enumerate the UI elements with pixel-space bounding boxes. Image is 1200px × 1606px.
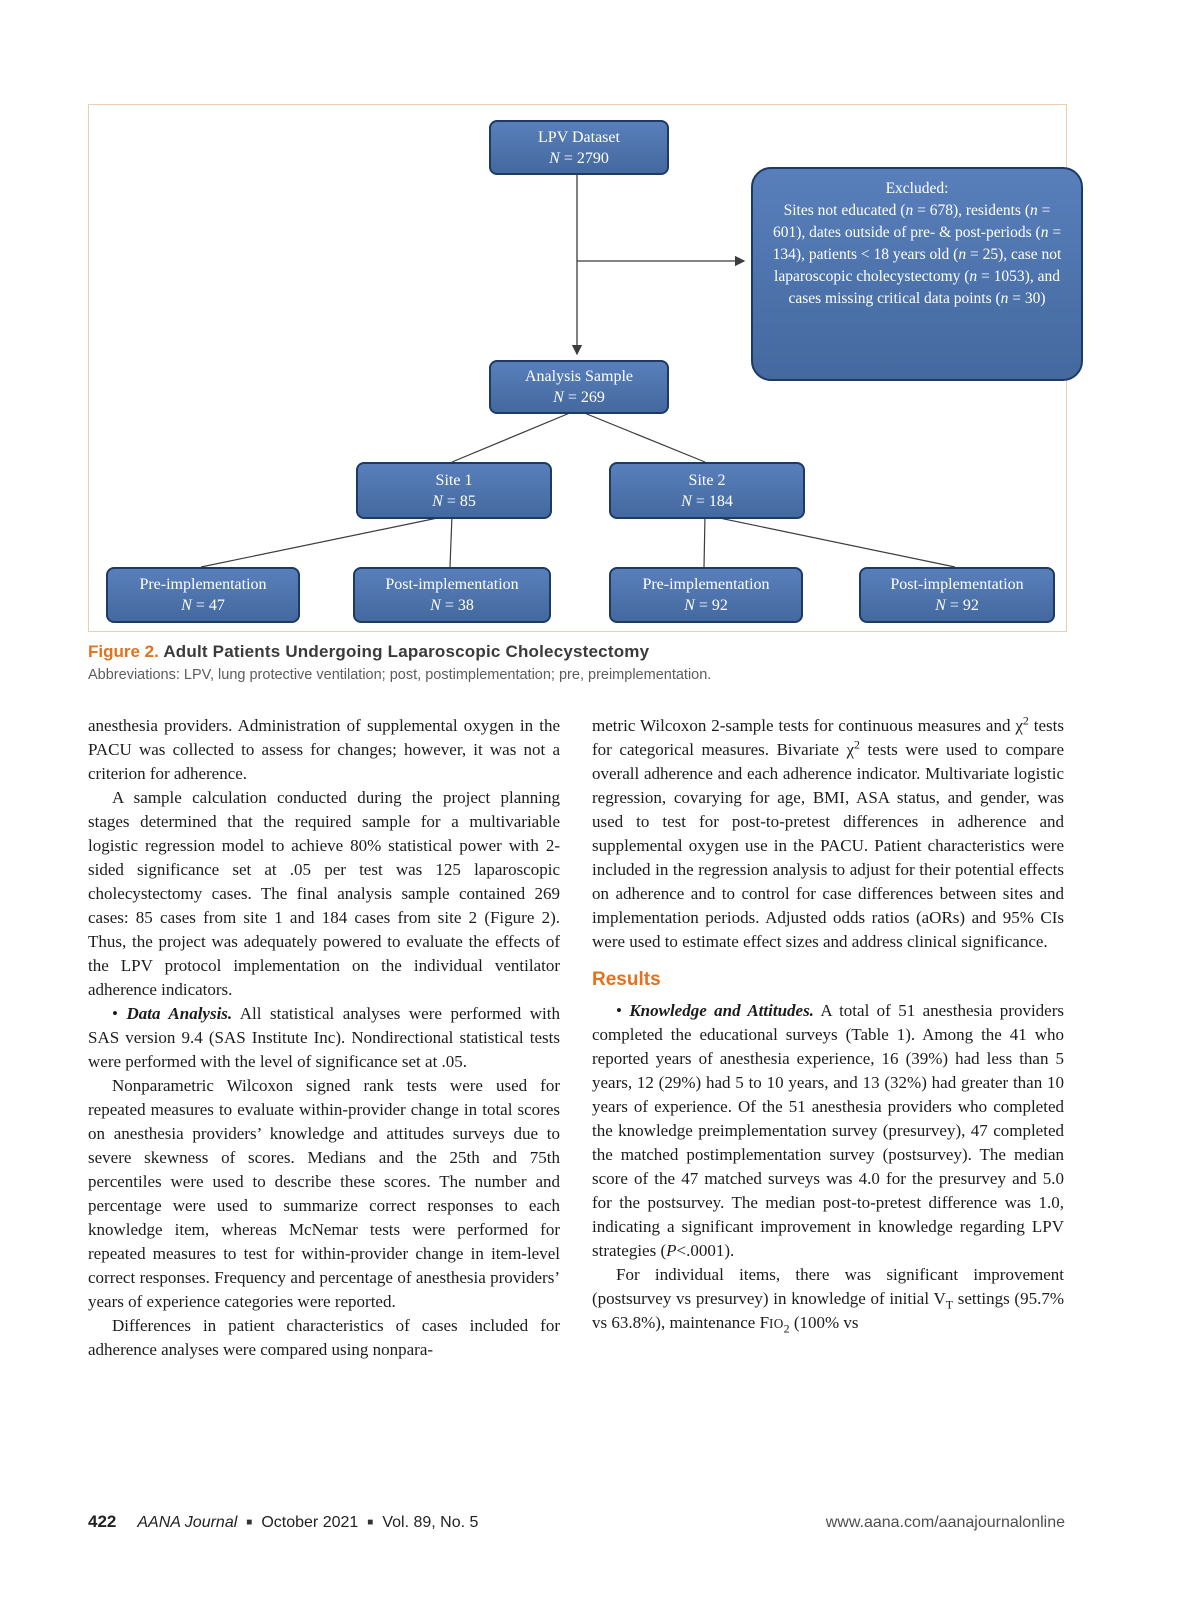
footer-issue: October 2021: [261, 1514, 359, 1531]
flow-node-count: N = 2790: [549, 149, 609, 167]
flow-node-title: Site 2: [688, 471, 726, 489]
paragraph: anesthesia providers. Administration of …: [88, 716, 560, 783]
flow-node-count: N = 85: [432, 492, 476, 510]
flow-node-title: Analysis Sample: [525, 368, 633, 385]
footer-url: www.aana.com/aanajournalonline: [825, 1514, 1065, 1531]
paragraph: Nonparametric Wilcoxon signed rank tests…: [88, 1076, 560, 1311]
paragraph: A sample calculation conducted during th…: [88, 788, 560, 999]
flow-node-title: Post-implementation: [385, 576, 519, 593]
flow-node-excluded: Excluded:Sites not educated (n = 678), r…: [751, 167, 1083, 381]
figure-label: Figure 2.: [88, 642, 159, 661]
flow-node-site2-post: Post-implementation N = 92: [859, 567, 1055, 623]
right-column: metric Wilcoxon 2-sample tests for conti…: [592, 714, 1064, 1362]
flow-node-site1-post: Post-implementation N = 38: [353, 567, 551, 623]
flow-node-site1-pre: Pre-implementation N = 47: [106, 567, 300, 623]
flow-node-count: N = 92: [935, 597, 979, 614]
flow-node-site2-pre: Pre-implementation N = 92: [609, 567, 803, 623]
flow-node-title: Pre-implementation: [139, 576, 267, 593]
square-separator-icon: ■: [367, 1517, 374, 1528]
figure-caption: Figure 2. Adult Patients Undergoing Lapa…: [88, 642, 1065, 683]
page-footer: 422 AANA Journal ■ October 2021 ■ Vol. 8…: [88, 1512, 1065, 1532]
paragraph: metric Wilcoxon 2-sample tests for conti…: [592, 713, 1064, 951]
paragraph: Differences in patient characteristics o…: [88, 1316, 560, 1359]
square-separator-icon: ■: [246, 1517, 253, 1528]
footer-volume: Vol. 89, No. 5: [382, 1514, 479, 1531]
paragraph: For individual items, there was signific…: [592, 1265, 1064, 1336]
flow-node-count: N = 269: [553, 389, 605, 406]
figure-title: Adult Patients Undergoing Laparoscopic C…: [163, 642, 650, 661]
flow-node-title: Pre-implementation: [642, 576, 770, 593]
flow-node-title: Site 1: [435, 471, 473, 489]
paragraph-data-analysis: • Data Analysis. All statistical analyse…: [88, 1004, 561, 1071]
flowchart-connectors: [200, 171, 956, 568]
article-body: anesthesia providers. Administration of …: [88, 714, 1065, 1362]
flow-node-count: N = 47: [181, 597, 225, 614]
flow-node-count: N = 92: [684, 597, 728, 614]
flow-node-count: N = 184: [681, 492, 733, 510]
flowchart: LPV Dataset N = 2790 Excluded:Sites not …: [89, 105, 1083, 631]
figure-abbreviations: Abbreviations: LPV, lung protective vent…: [88, 667, 712, 683]
left-column: anesthesia providers. Administration of …: [88, 714, 560, 1362]
flow-node-analysis-sample: Analysis Sample N = 269: [489, 360, 669, 414]
flow-node-site2: Site 2 N = 184: [609, 462, 805, 519]
figure-frame: LPV Dataset N = 2790 Excluded:Sites not …: [88, 104, 1083, 632]
flow-node-count: N = 38: [430, 597, 474, 614]
flow-node-title: LPV Dataset: [538, 128, 620, 146]
footer-left: 422 AANA Journal ■ October 2021 ■ Vol. 8…: [88, 1512, 478, 1532]
journal-name: AANA Journal: [137, 1514, 238, 1531]
flow-node-title: Post-implementation: [890, 576, 1024, 593]
paragraph-knowledge-attitudes: • Knowledge and Attitudes. A total of 51…: [592, 1001, 1064, 1260]
results-heading: Results: [592, 969, 661, 990]
page-number: 422: [88, 1512, 117, 1531]
flow-node-lpv-dataset: LPV Dataset N = 2790: [489, 120, 669, 175]
flow-node-site1: Site 1 N = 85: [356, 462, 552, 519]
